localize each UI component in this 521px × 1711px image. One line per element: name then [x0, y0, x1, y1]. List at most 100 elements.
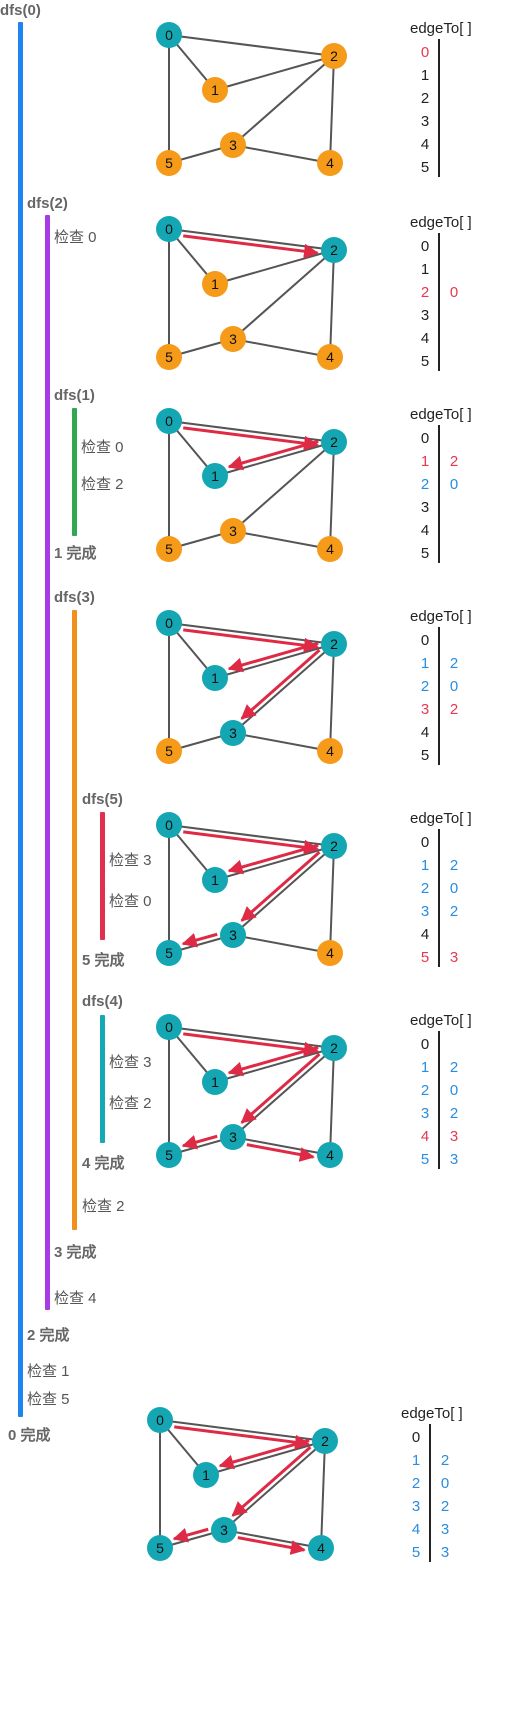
edgeto-index: 5: [420, 1151, 430, 1168]
vertex-label: 5: [165, 945, 173, 961]
edgeto-index: 2: [420, 880, 430, 897]
edgeto-value: 3: [449, 1151, 459, 1168]
vertex-label: 5: [156, 1540, 164, 1556]
vertex-circle: [156, 738, 182, 764]
vertex-3: 3: [220, 518, 246, 544]
edgeto-divider: [438, 39, 440, 177]
edgeto-index: 4: [420, 926, 430, 943]
vertex-4: 4: [317, 940, 343, 966]
vertex-label: 3: [229, 331, 237, 347]
vertex-circle: [156, 344, 182, 370]
vertex-label: 0: [165, 817, 173, 833]
check-2-label: 检查 2: [109, 1095, 152, 1112]
vertex-circle: [317, 344, 343, 370]
graph-edge-2-3: [223, 1440, 326, 1531]
edgeto-divider: [438, 627, 440, 765]
tree-arrow-2-1: [227, 641, 319, 673]
edgeto-value: 3: [440, 1544, 450, 1561]
graph-edge-3-4: [232, 144, 331, 164]
edgeto-value: 3: [440, 1521, 450, 1538]
vertex-2: 2: [312, 1428, 338, 1454]
dfs3-label: dfs(3): [54, 589, 95, 606]
tree-arrow-2-1: [227, 439, 319, 471]
check-3-label: 检查 3: [109, 1054, 152, 1071]
edgeto-value: 0: [449, 678, 459, 695]
vertex-circle: [321, 43, 347, 69]
vertex-circle: [211, 1517, 237, 1543]
edgeto-index: 2: [420, 284, 430, 301]
graph-edge-2-4: [329, 643, 335, 752]
edgeto-index: 3: [420, 1105, 430, 1122]
edgeto-value: 3: [449, 949, 459, 966]
vertex-circle: [220, 720, 246, 746]
edgeto-index: 5: [411, 1544, 421, 1561]
edgeto-index: 3: [420, 307, 430, 324]
edgeto-divider: [438, 1031, 440, 1169]
vertex-label: 0: [165, 615, 173, 631]
edgeto-title: edgeTo[ ]: [410, 608, 472, 625]
vertex-label: 1: [211, 670, 219, 686]
edgeto-index: 4: [420, 522, 430, 539]
vertex-circle: [321, 429, 347, 455]
edgeto-index: 0: [420, 238, 430, 255]
vertex-label: 1: [211, 276, 219, 292]
vertex-circle: [202, 1069, 228, 1095]
edgeto-value: 0: [449, 284, 459, 301]
edgeto-index: 1: [411, 1452, 421, 1469]
vertex-1: 1: [202, 271, 228, 297]
edgeto-index: 0: [411, 1429, 421, 1446]
vertex-label: 3: [229, 1129, 237, 1145]
graph-edge-0-2: [159, 1419, 326, 1442]
vertex-5: 5: [156, 344, 182, 370]
edgeto-index: 0: [420, 44, 430, 61]
vertex-circle: [156, 610, 182, 636]
vertex-label: 5: [165, 743, 173, 759]
edgeto-value: 2: [449, 1059, 459, 1076]
vertex-4: 4: [317, 150, 343, 176]
vertex-circle: [202, 77, 228, 103]
graph-edge-3-4: [232, 934, 331, 954]
vertex-circle: [312, 1428, 338, 1454]
edgeto-index: 3: [420, 113, 430, 130]
vertex-circle: [317, 150, 343, 176]
vertex-circle: [193, 1462, 219, 1488]
vertex-0: 0: [147, 1407, 173, 1433]
dfs4-label: dfs(4): [82, 993, 123, 1010]
vertex-circle: [156, 22, 182, 48]
vertex-circle: [202, 867, 228, 893]
edgeto-index: 1: [420, 67, 430, 84]
vertex-1: 1: [193, 1462, 219, 1488]
done-3-label: 3 完成: [54, 1244, 97, 1261]
edgeto-value: 2: [449, 857, 459, 874]
edgeto-title: edgeTo[ ]: [410, 406, 472, 423]
tree-arrow-3-4: [237, 1536, 306, 1555]
edgeto-index: 4: [420, 330, 430, 347]
dfs4-bar: [100, 1015, 105, 1143]
edgeto-index: 1: [420, 857, 430, 874]
vertex-5: 5: [147, 1535, 173, 1561]
vertex-label: 5: [165, 349, 173, 365]
edgeto-divider: [438, 425, 440, 563]
vertex-label: 0: [165, 27, 173, 43]
vertex-circle: [220, 1124, 246, 1150]
vertex-circle: [220, 922, 246, 948]
graph-edge-1-2: [214, 55, 335, 91]
vertex-1: 1: [202, 665, 228, 691]
edgeto-index: 5: [420, 353, 430, 370]
done-0-label: 0 完成: [8, 1427, 51, 1444]
edgeto-value: 0: [440, 1475, 450, 1492]
vertex-circle: [156, 1142, 182, 1168]
vertex-circle: [317, 1142, 343, 1168]
edgeto-value: 2: [449, 453, 459, 470]
vertex-3: 3: [220, 132, 246, 158]
vertex-circle: [220, 326, 246, 352]
vertex-4: 4: [317, 536, 343, 562]
dfs1-label: dfs(1): [54, 387, 95, 404]
vertex-label: 2: [321, 1433, 329, 1449]
edgeto-index: 0: [420, 1036, 430, 1053]
edgeto-index: 5: [420, 545, 430, 562]
vertex-2: 2: [321, 237, 347, 263]
vertex-4: 4: [308, 1535, 334, 1561]
tree-arrow-3-5: [181, 1134, 218, 1150]
